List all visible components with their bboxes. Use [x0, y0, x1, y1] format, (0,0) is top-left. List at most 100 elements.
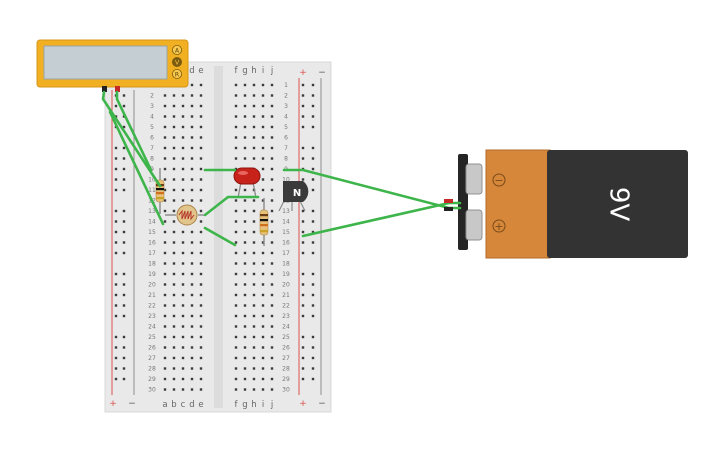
battery-minus-symbol: − [494, 174, 503, 187]
wire-probe-black-to-resistor[interactable] [101, 90, 162, 188]
wire-transistor-to-battery-minus[interactable] [282, 168, 462, 210]
transistor-npn[interactable]: N [278, 181, 309, 212]
multimeter-probe-red[interactable] [115, 86, 120, 92]
multimeter[interactable]: A V R [36, 39, 189, 92]
row-number-27-left: 27 [148, 355, 156, 362]
row-number-18-right: 18 [282, 261, 290, 268]
row-number-25-left: 25 [148, 334, 156, 341]
wire-probe-red-to-row-10[interactable] [115, 90, 153, 172]
battery-lead-black [444, 207, 453, 211]
battery-plus-circle [492, 219, 506, 233]
multimeter-button-v-label: V [175, 59, 180, 66]
multimeter-button-a-label: A [175, 47, 180, 54]
column-label-g-bottom: g [242, 400, 247, 410]
column-label-j-top: j [270, 66, 273, 76]
row-number-17-right: 17 [282, 250, 290, 257]
row-number-5-right: 5 [284, 124, 288, 131]
column-label-b-bottom: b [171, 400, 176, 410]
row-number-2-right: 2 [284, 93, 288, 100]
row-number-14-right: 14 [282, 219, 290, 226]
row-number-6-right: 6 [284, 135, 288, 142]
wire-probe-to-row-14[interactable] [108, 110, 165, 226]
row-number-6-left: 6 [150, 135, 154, 142]
row-number-22-left: 22 [148, 303, 156, 310]
row-number-29-left: 29 [148, 376, 156, 383]
battery-label: 9V [604, 187, 634, 222]
wires [101, 90, 462, 247]
battery-copper-band [485, 149, 551, 259]
column-label-g-top: g [242, 66, 247, 76]
row-number-19-right: 19 [282, 271, 290, 278]
right-rail-plus-label-top: + [299, 68, 307, 78]
row-number-8-right: 8 [284, 156, 288, 163]
multimeter-probe-black[interactable] [102, 86, 107, 92]
row-number-5-left: 5 [150, 124, 154, 131]
row-number-25-right: 25 [282, 334, 290, 341]
row-number-29-right: 29 [282, 376, 290, 383]
row-number-30-right: 30 [282, 387, 290, 394]
row-number-4-right: 4 [284, 114, 288, 121]
row-number-16-right: 16 [282, 240, 290, 247]
right-rail-plus-label-bottom: + [299, 399, 307, 409]
row-number-3-left: 3 [150, 103, 154, 110]
photoresistor[interactable] [165, 204, 205, 226]
row-number-1-right: 1 [284, 82, 288, 89]
column-label-a-bottom: a [162, 400, 167, 410]
row-number-21-right: 21 [282, 292, 290, 299]
left-rail-minus-label: − [128, 399, 136, 409]
row-number-27-right: 27 [282, 355, 290, 362]
multimeter-button-a[interactable]: A [171, 45, 182, 56]
row-number-24-right: 24 [282, 324, 290, 331]
row-number-16-left: 16 [148, 240, 156, 247]
row-number-13-left: 13 [148, 208, 156, 215]
row-number-17-left: 17 [148, 250, 156, 257]
column-label-i-bottom: i [262, 400, 264, 410]
row-number-15-left: 15 [148, 229, 156, 236]
led-red[interactable] [233, 167, 261, 199]
wire-photoresistor-to-row-16[interactable] [203, 226, 237, 247]
right-rail-minus-label-bottom: − [318, 399, 326, 409]
multimeter-button-r-label: R [175, 71, 179, 78]
row-number-19-left: 19 [148, 271, 156, 278]
row-number-7-right: 7 [284, 145, 288, 152]
column-label-d-bottom: d [189, 400, 194, 410]
row-number-26-right: 26 [282, 345, 290, 352]
column-label-d-top: d [189, 66, 194, 76]
resistor-right[interactable] [259, 198, 269, 246]
column-label-j-bottom: j [270, 400, 273, 410]
column-label-c-bottom: c [181, 400, 186, 410]
row-number-2-left: 2 [150, 93, 154, 100]
row-number-23-right: 23 [282, 313, 290, 320]
battery-9v[interactable]: − + 9V [458, 149, 688, 259]
row-number-7-left: 7 [150, 145, 154, 152]
row-number-21-left: 21 [148, 292, 156, 299]
row-number-20-right: 20 [282, 282, 290, 289]
battery-plus-symbol: + [494, 220, 503, 233]
column-label-e-top: e [198, 66, 203, 76]
battery-terminal-minus [465, 163, 483, 195]
row-number-28-right: 28 [282, 366, 290, 373]
column-label-e-bottom: e [198, 400, 203, 410]
multimeter-button-v[interactable]: V [171, 57, 182, 68]
column-label-h-top: h [251, 66, 256, 76]
row-number-26-left: 26 [148, 345, 156, 352]
row-number-23-left: 23 [148, 313, 156, 320]
multimeter-button-r[interactable]: R [171, 69, 182, 80]
left-rail-plus-label: + [109, 399, 117, 409]
column-label-f-top: f [235, 66, 239, 76]
battery-terminal-plus [465, 209, 483, 241]
row-number-20-left: 20 [148, 282, 156, 289]
breadboard[interactable]: + − + − + − 1122334455667788991010111112… [104, 61, 332, 413]
row-number-15-right: 15 [282, 229, 290, 236]
row-number-30-left: 30 [148, 387, 156, 394]
row-number-14-left: 14 [148, 219, 156, 226]
row-number-11-left: 11 [148, 187, 156, 194]
row-number-8-left: 8 [150, 156, 154, 163]
row-number-13-right: 13 [282, 208, 290, 215]
row-number-10-right: 10 [282, 177, 290, 184]
row-number-18-left: 18 [148, 261, 156, 268]
battery-minus-circle [492, 173, 506, 187]
wire-photoresistor-to-led[interactable] [203, 195, 260, 217]
